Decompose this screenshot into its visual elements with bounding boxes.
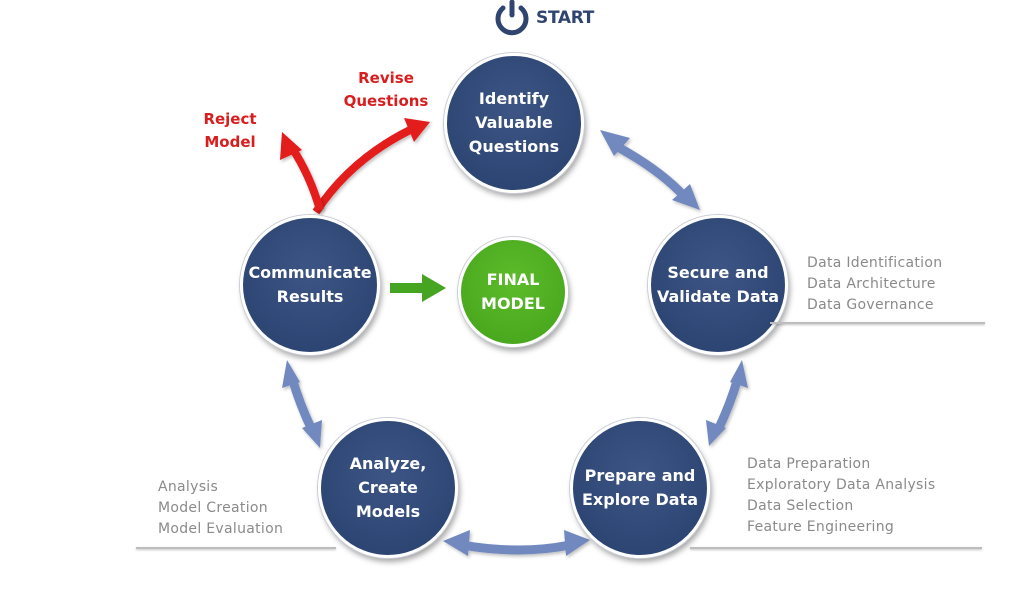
node-secure-validate-data[interactable]: Secure and Validate Data: [648, 215, 788, 355]
node-label: FINAL MODEL: [481, 270, 545, 313]
node-communicate-results[interactable]: Communicate Results: [240, 215, 380, 355]
note-item: Feature Engineering: [747, 519, 895, 535]
notes-prepare: Data Preparation Exploratory Data Analys…: [747, 454, 935, 538]
note-item: Model Evaluation: [158, 521, 284, 537]
revise-questions-text: Revise Questions: [343, 69, 429, 110]
node-label: Secure and Validate Data: [656, 263, 780, 306]
node-label: Communicate Results: [248, 263, 372, 306]
shelf-prepare: [690, 547, 982, 549]
note-item: Data Identification: [807, 255, 943, 271]
start-label: START: [536, 8, 595, 28]
note-item: Exploratory Data Analysis: [747, 477, 936, 493]
note-item: Data Preparation: [747, 456, 871, 472]
arrow-reject-model: [280, 132, 324, 212]
node-final-model[interactable]: FINAL MODEL: [458, 237, 568, 347]
note-item: Analysis: [158, 479, 219, 495]
note-item: Data Governance: [807, 297, 934, 313]
reject-model-label: Reject Model: [190, 108, 270, 154]
notes-analyze: Analysis Model Creation Model Evaluation: [158, 477, 283, 540]
node-label: Prepare and Explore Data: [581, 466, 698, 509]
shelf-analyze: [136, 547, 336, 549]
revise-questions-label: Revise Questions: [342, 67, 430, 113]
note-item: Data Architecture: [807, 276, 936, 292]
power-icon: [495, 0, 529, 36]
arrow-revise-questions: [312, 118, 430, 215]
node-prepare-explore-data[interactable]: Prepare and Explore Data: [570, 418, 710, 558]
arrow-identify-secure: [600, 130, 700, 210]
arrow-prepare-analyze: [443, 530, 590, 556]
node-label: Analyze, Create Models: [349, 454, 427, 521]
node-identify-questions[interactable]: Identify Valuable Questions: [444, 53, 584, 193]
arrow-communicate-final: [390, 274, 446, 302]
arrow-analyze-communicate: [282, 360, 322, 448]
notes-secure: Data Identification Data Architecture Da…: [807, 253, 942, 316]
reject-model-text: Reject Model: [203, 110, 257, 151]
shelf-secure: [770, 322, 985, 324]
node-analyze-create-models[interactable]: Analyze, Create Models: [318, 418, 458, 558]
arrow-secure-prepare: [706, 360, 748, 446]
node-label: Identify Valuable Questions: [468, 89, 560, 156]
note-item: Model Creation: [158, 500, 268, 516]
note-item: Data Selection: [747, 498, 854, 514]
